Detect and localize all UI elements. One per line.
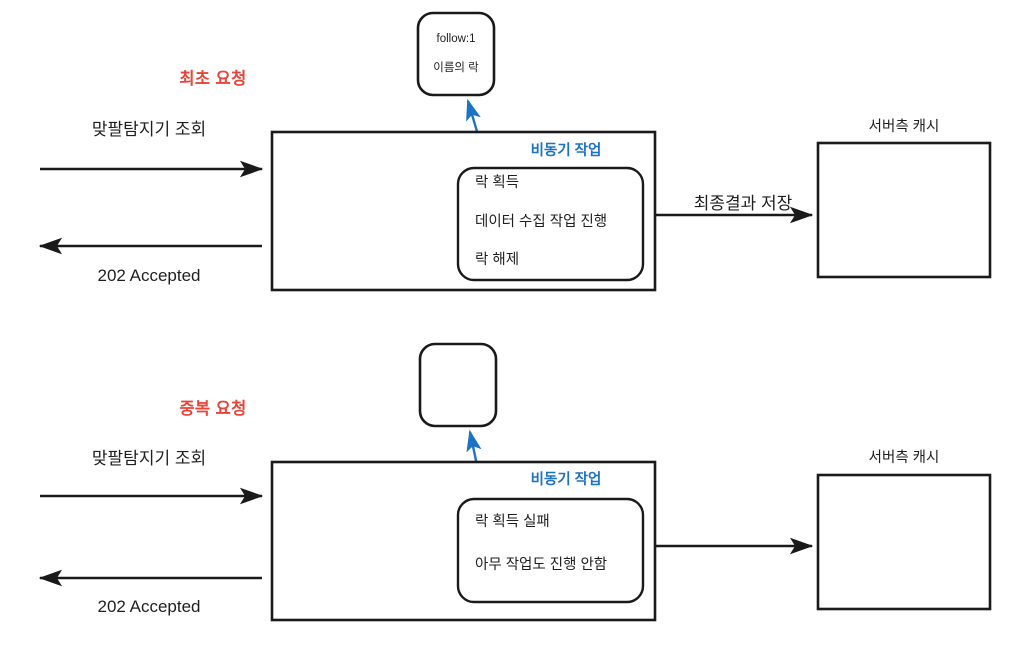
- request-label-first: 맞팔탐지기 조회: [91, 120, 207, 139]
- async-step-first-2: 데이터 수집 작업 진행: [475, 214, 608, 230]
- async-label-duplicate: 비동기 작업: [530, 472, 602, 488]
- lock-box-first: [416, 11, 496, 97]
- lock-box-line-2: 이름의 락: [433, 62, 479, 74]
- async-box-duplicate: [456, 497, 645, 604]
- response-label-first: 202 Accepted: [97, 266, 201, 285]
- async-box-first: [456, 166, 645, 282]
- async-label-first: 비동기 작업: [530, 143, 602, 159]
- cache-label-first: 서버측 캐시: [868, 119, 940, 135]
- async-step-duplicate-2: 아무 작업도 진행 안함: [475, 557, 608, 573]
- lock-box-duplicate: [418, 342, 498, 428]
- section-label-first-request: 최초 요청: [179, 70, 247, 88]
- response-label-duplicate: 202 Accepted: [97, 597, 201, 616]
- cache-box-duplicate: [816, 473, 992, 611]
- async-step-duplicate-1: 락 획득 실패: [475, 514, 550, 530]
- request-label-duplicate: 맞팔탐지기 조회: [91, 449, 207, 468]
- store-label-first: 최종결과 저장: [693, 194, 793, 213]
- section-label-duplicate-request: 중복 요청: [179, 400, 247, 418]
- async-step-first-3: 락 해제: [475, 252, 520, 268]
- cache-label-duplicate: 서버측 캐시: [868, 450, 940, 466]
- cache-box-first: [816, 141, 992, 279]
- async-step-first-1: 락 획득: [475, 175, 520, 191]
- lock-box-line-1: follow:1: [436, 33, 476, 45]
